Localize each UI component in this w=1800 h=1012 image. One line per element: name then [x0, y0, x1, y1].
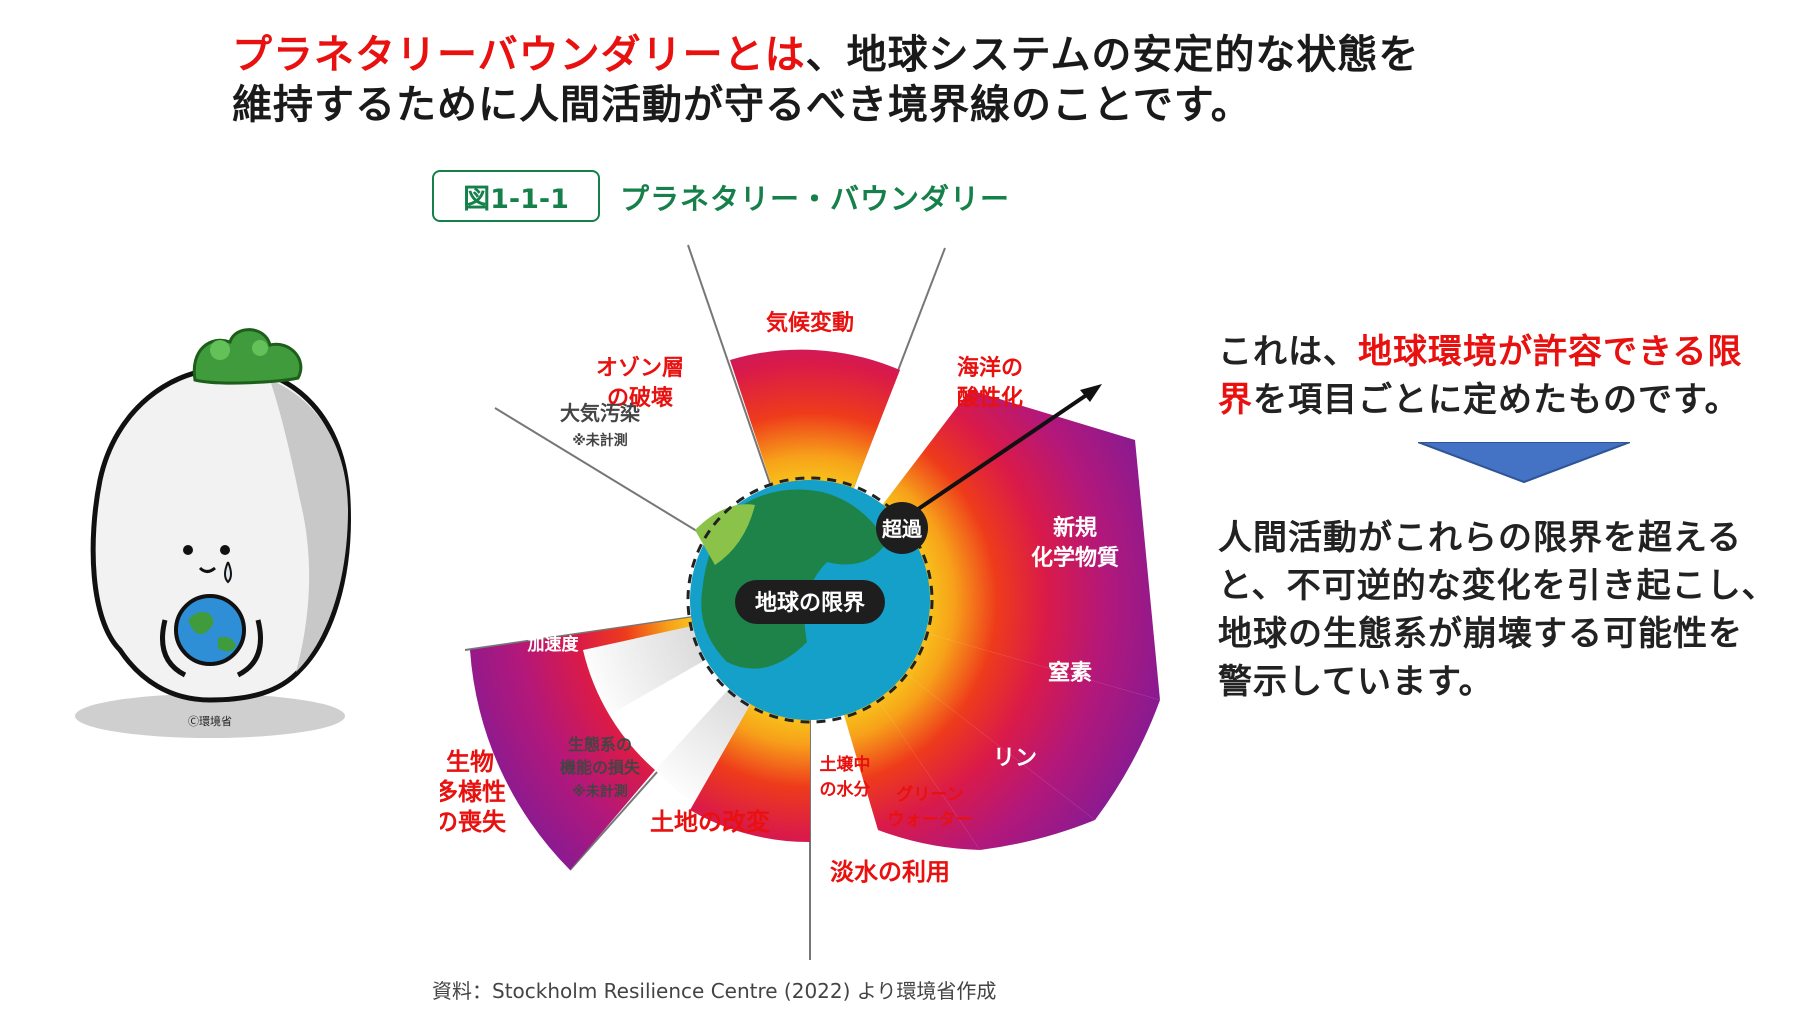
mascot-body: [90, 365, 351, 703]
label-biodiversity-1: 生物: [446, 748, 494, 776]
mascot-arm: [160, 619, 187, 678]
center-badge: [735, 580, 885, 624]
leaf-highlight: [210, 340, 230, 360]
mascot-shadow: [75, 694, 345, 738]
side-p1-red-1: 地球環境が許容できる限: [1358, 332, 1743, 372]
label-land: 土地の改変: [650, 808, 770, 836]
label-green-water-2: ウォーター: [888, 810, 973, 830]
label-ozone-2: の破壊: [607, 385, 674, 411]
leaf-highlight: [252, 340, 268, 356]
label-green-water-1: グリーン: [896, 784, 963, 805]
figure-number: 図1-1-1: [432, 170, 600, 222]
headline-line-1-rest: 、地球システムの安定的な状態を: [805, 32, 1420, 78]
label-function-loss-1: 生態系の: [568, 735, 632, 754]
headline-keyword: プラネタリーバウンダリーとは: [232, 32, 806, 78]
mascot-leaves: [192, 328, 303, 385]
label-function-loss-3: ※未計測: [572, 783, 628, 800]
exceed-arrow-head: [1080, 384, 1102, 402]
center-label: 地球の限界: [755, 591, 865, 616]
down-arrow-icon: [1418, 442, 1630, 484]
label-ocean-1: 海洋の: [957, 355, 1023, 381]
headline: プラネタリーバウンダリーとは、地球システムの安定的な状態を 維持するために人間活…: [232, 30, 1652, 130]
planetary-boundaries-diagram: 地球の限界 超過 気候変動 海洋の 酸性化 オゾン層 の破壊 新規 化学物質 窒…: [440, 244, 1160, 960]
earth-land: [701, 489, 887, 669]
label-novel-2: 化学物質: [1031, 545, 1119, 571]
side-p1-end: を項目ごとに定めたものです。: [1253, 380, 1740, 420]
figure-title: プラネタリー・バウンダリー: [620, 182, 1011, 216]
mascot-illustration: Ⓒ環境省: [75, 328, 351, 738]
mascot-copyright: Ⓒ環境省: [188, 714, 232, 728]
label-biodiversity-2: 多様性: [440, 778, 506, 806]
segment-climate: [730, 349, 900, 600]
label-novel-1: 新規: [1053, 515, 1097, 541]
label-freshwater-group: 淡水の利用: [830, 858, 950, 886]
label-ocean-2: 酸性化: [957, 385, 1023, 411]
mascot-body-shade: [270, 380, 348, 672]
side-paragraph-2: 人間活動がこれらの限界を超える と、不可逆的な変化を引き起こし、 地球の生態系が…: [1218, 514, 1793, 706]
exceed-badge: [876, 502, 928, 554]
mascot-arm: [236, 619, 263, 678]
mascot-earth-icon: [174, 594, 246, 666]
side-p2-line-4: 警示しています。: [1218, 662, 1494, 702]
mascot-eye: [183, 545, 193, 555]
label-biodiversity-3: の喪失: [440, 808, 507, 836]
label-function-loss-2: 機能の損失: [560, 758, 641, 777]
side-p2-line-1: 人間活動がこれらの限界を超える: [1218, 518, 1742, 558]
exceed-label: 超過: [881, 517, 923, 541]
headline-line-2: 維持するために人間活動が守るべき境界線のことです。: [232, 82, 1252, 128]
headline-line-1: プラネタリーバウンダリーとは、地球システムの安定的な状態を: [232, 30, 1652, 80]
figure-source: 資料：Stockholm Resilience Centre (2022) より…: [432, 979, 997, 1003]
side-paragraph-1: これは、地球環境が許容できる限 界を項目ごとに定めたものです。: [1218, 328, 1788, 424]
label-extinction-2: 加速度: [527, 634, 580, 655]
label-climate: 気候変動: [766, 310, 854, 336]
mascot-mouth: [198, 566, 216, 573]
label-soil-water-2: の水分: [820, 779, 871, 800]
side-p2-line-2: と、不可逆的な変化を引き起こし、: [1218, 566, 1777, 606]
label-soil-water-1: 土壌中: [820, 754, 871, 775]
label-phosphorus: リン: [993, 746, 1037, 771]
segment-extinction: [470, 600, 810, 870]
mascot-tear: [224, 561, 232, 584]
label-extinction-1: 絶滅の: [528, 609, 579, 630]
label-aerosol-1: 大気汚染: [560, 401, 641, 425]
boundary-dashed-circle: [686, 476, 934, 724]
label-nitrogen: 窒素: [1048, 660, 1092, 686]
side-p2-line-3: 地球の生態系が崩壊する可能性を: [1218, 614, 1743, 654]
label-ozone-1: オゾン層: [596, 355, 684, 381]
side-p1-red-2: 界: [1218, 380, 1253, 420]
earth-land-highlight: [695, 504, 755, 565]
exceed-arrow-line: [900, 392, 1090, 522]
label-aerosol-2: ※未計測: [572, 432, 628, 449]
mascot-eye: [220, 545, 230, 555]
earth-land: [188, 612, 236, 652]
side-p1-start: これは、: [1218, 332, 1358, 372]
